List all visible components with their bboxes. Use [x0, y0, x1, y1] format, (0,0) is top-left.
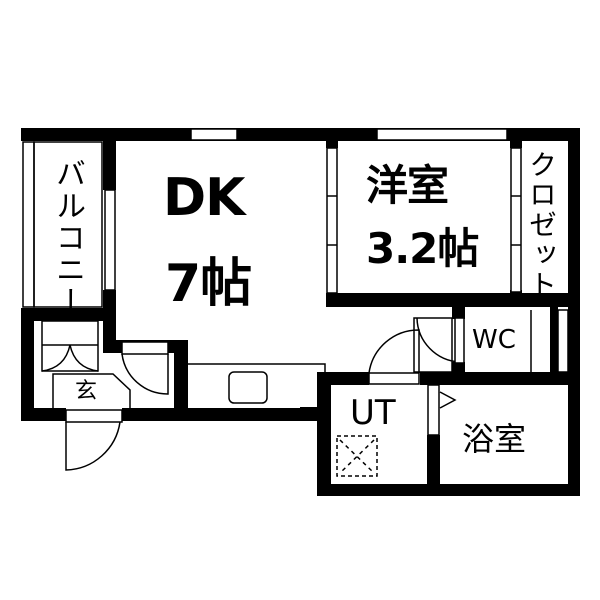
toilet-label: WC	[472, 325, 516, 355]
balcony-label: バルコニー	[50, 158, 85, 318]
western-room-size: 3.2帖	[366, 224, 479, 273]
dk-label: DK	[163, 168, 245, 228]
utility-label: UT	[350, 393, 396, 433]
western-room-label: 洋室	[366, 161, 449, 210]
closet-label: クロゼット	[525, 150, 558, 300]
entrance-label: 玄	[75, 379, 98, 404]
fixtures	[33, 141, 532, 477]
windows	[22, 128, 569, 373]
bathroom-label: 浴室	[462, 420, 527, 458]
dk-size: 7帖	[165, 254, 252, 314]
